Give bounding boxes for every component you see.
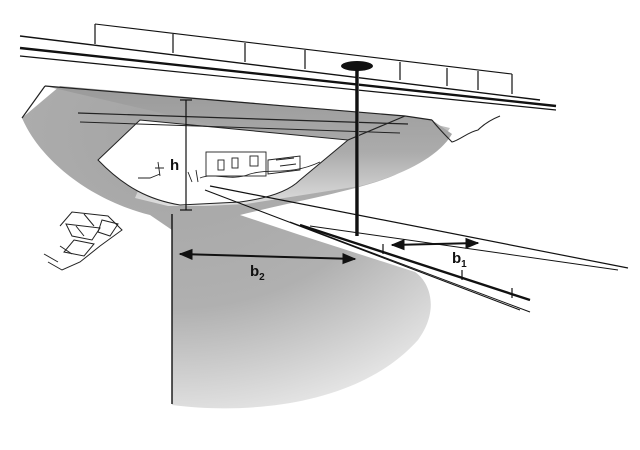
dimension-b1-line	[390, 237, 480, 251]
dimension-b1-label: b1	[452, 250, 467, 270]
lamp-head-cap	[350, 62, 364, 66]
dimension-h-label: h	[170, 157, 179, 174]
deck-beam-top	[77, 112, 409, 125]
background-scenery	[138, 151, 321, 183]
bridge-railing	[19, 23, 557, 111]
dimension-b2-line	[178, 248, 357, 265]
deck-beam-bottom	[79, 121, 401, 134]
retaining-wall	[43, 211, 123, 271]
dimension-b2: b2	[178, 248, 357, 283]
dimension-b2-label: b2	[250, 263, 265, 283]
bridge-deck-shadow	[45, 86, 452, 206]
far-bank-edge	[431, 115, 501, 143]
dimension-b1: b1	[390, 237, 480, 270]
underpass-opening	[97, 119, 350, 206]
dimension-h: h	[170, 99, 192, 211]
road-lines	[204, 185, 629, 313]
